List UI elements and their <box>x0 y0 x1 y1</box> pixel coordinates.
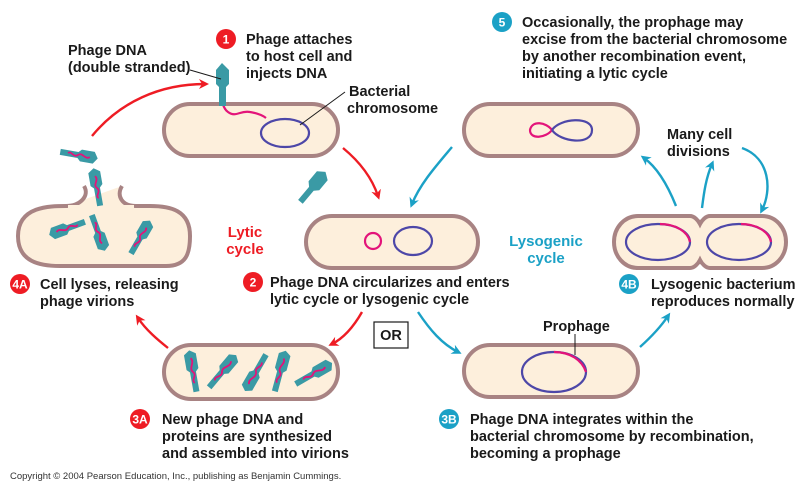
cell-step4a-lysing <box>15 184 193 268</box>
step-4a-badge <box>10 274 30 294</box>
step-3b-badge-text: 3B <box>441 413 457 427</box>
step-5-line1: Occasionally, the prophage may <box>522 15 743 31</box>
arrow-1-to-2 <box>342 147 381 200</box>
step-5: 5 Occasionally, the prophage may excise … <box>492 12 787 82</box>
circularized-phage-dna <box>363 231 383 251</box>
step-3a-badge-text: 3A <box>132 413 148 427</box>
arrow-division-up <box>700 160 715 209</box>
cell-step2 <box>304 214 480 270</box>
step-3a-badge <box>130 409 150 429</box>
many-cell-divisions-label-line1: Many cell <box>667 127 732 143</box>
step-3b-badge <box>439 409 459 429</box>
step-5-badge-text: 5 <box>499 16 506 30</box>
step-4a-line1: Cell lyses, releasing <box>40 277 179 293</box>
bacterial-chromosome-label-line1: Bacterial <box>349 84 410 100</box>
step-5-line3: by another recombination event, <box>522 49 746 65</box>
cell-step5 <box>462 102 640 158</box>
or-label: OR <box>380 328 402 344</box>
step-3b-line2: bacterial chromosome by recombination, <box>470 429 754 445</box>
step-1: 1 Phage attaches to host cell and inject… <box>216 29 352 82</box>
step-5-line4: initiating a lytic cycle <box>522 66 668 82</box>
step-4b: 4B Lysogenic bacterium reproduces normal… <box>619 274 796 310</box>
prophage-segment <box>553 350 588 373</box>
arrow-division-loop <box>741 146 770 214</box>
step-3b: 3B Phage DNA integrates within the bacte… <box>439 409 754 462</box>
arrow-5-to-2 <box>409 146 453 208</box>
step-2-line2: lytic cycle or lysogenic cycle <box>270 292 469 308</box>
released-phages <box>49 148 154 256</box>
step-2-badge-text: 2 <box>250 276 257 290</box>
step-3a-line3: and assembled into virions <box>162 446 349 462</box>
prophage-label: Prophage <box>543 319 610 335</box>
or-box: OR <box>373 321 409 349</box>
step-3b-line1: Phage DNA integrates within the <box>470 412 693 428</box>
step-2: 2 Phage DNA circularizes and enters lyti… <box>243 272 510 308</box>
step-1-line1: Phage attaches <box>246 32 352 48</box>
bacterial-chromosome <box>392 225 434 257</box>
step-4a-line2: phage virions <box>40 294 134 310</box>
step-3b-line3: becoming a prophage <box>470 446 621 462</box>
step-3a-line1: New phage DNA and <box>162 412 303 428</box>
lysogenic-cycle-label-line2: cycle <box>527 250 565 267</box>
step-2-line1: Phage DNA circularizes and enters <box>270 275 510 291</box>
bacterial-chromosome-label-line2: chromosome <box>347 101 438 117</box>
lytic-cycle-label-line2: cycle <box>226 241 264 258</box>
step-3a: 3A New phage DNA and proteins are synthe… <box>130 409 349 462</box>
phage-dna-label-line2: (double stranded) <box>68 60 191 76</box>
cell-step3b <box>462 334 640 399</box>
step-1-line3: injects DNA <box>246 66 328 82</box>
many-cell-divisions-label-line2: divisions <box>667 144 730 160</box>
bacterial-chromosome <box>551 119 594 142</box>
step-5-line2: excise from the bacterial chromosome <box>522 32 787 48</box>
step-2-badge <box>243 272 263 292</box>
arrow-2-to-3a <box>328 311 364 346</box>
excising-prophage <box>528 122 553 138</box>
bacterial-chromosome <box>259 117 311 149</box>
step-1-badge-text: 1 <box>223 33 230 47</box>
cell-step1 <box>162 63 346 158</box>
cell-step4b-dividing <box>611 214 789 270</box>
step-4b-line2: reproduces normally <box>651 294 794 310</box>
step-4b-badge <box>619 274 639 294</box>
arrow-2-to-3b <box>417 311 462 354</box>
chromosome-leader <box>299 91 346 126</box>
step-4b-line1: Lysogenic bacterium <box>651 277 796 293</box>
arrow-4a-to-1 <box>91 79 209 137</box>
step-4a-badge-text: 4A <box>12 278 28 292</box>
step-1-badge <box>216 29 236 49</box>
phage-dna-label-line1: Phage DNA <box>68 43 147 59</box>
phage-dna-leader <box>189 69 222 80</box>
step-5-badge <box>492 12 512 32</box>
cell-step3a <box>162 343 340 401</box>
attached-phage-icon <box>216 63 229 106</box>
step-4a: 4A Cell lyses, releasing phage virions <box>10 274 179 310</box>
arrow-3a-to-4a <box>135 314 169 349</box>
step-3a-line2: proteins are synthesized <box>162 429 332 445</box>
lytic-cycle-label-line1: Lytic <box>228 224 262 241</box>
step-1-line2: to host cell and <box>246 49 352 65</box>
lysogenic-cycle-label-line1: Lysogenic <box>509 233 583 250</box>
free-phage-icon <box>298 171 328 204</box>
arrow-4b-to-5 <box>640 155 678 207</box>
arrow-3b-to-4b <box>639 312 671 348</box>
copyright-notice: Copyright © 2004 Pearson Education, Inc.… <box>10 471 341 482</box>
step-4b-badge-text: 4B <box>621 278 637 292</box>
